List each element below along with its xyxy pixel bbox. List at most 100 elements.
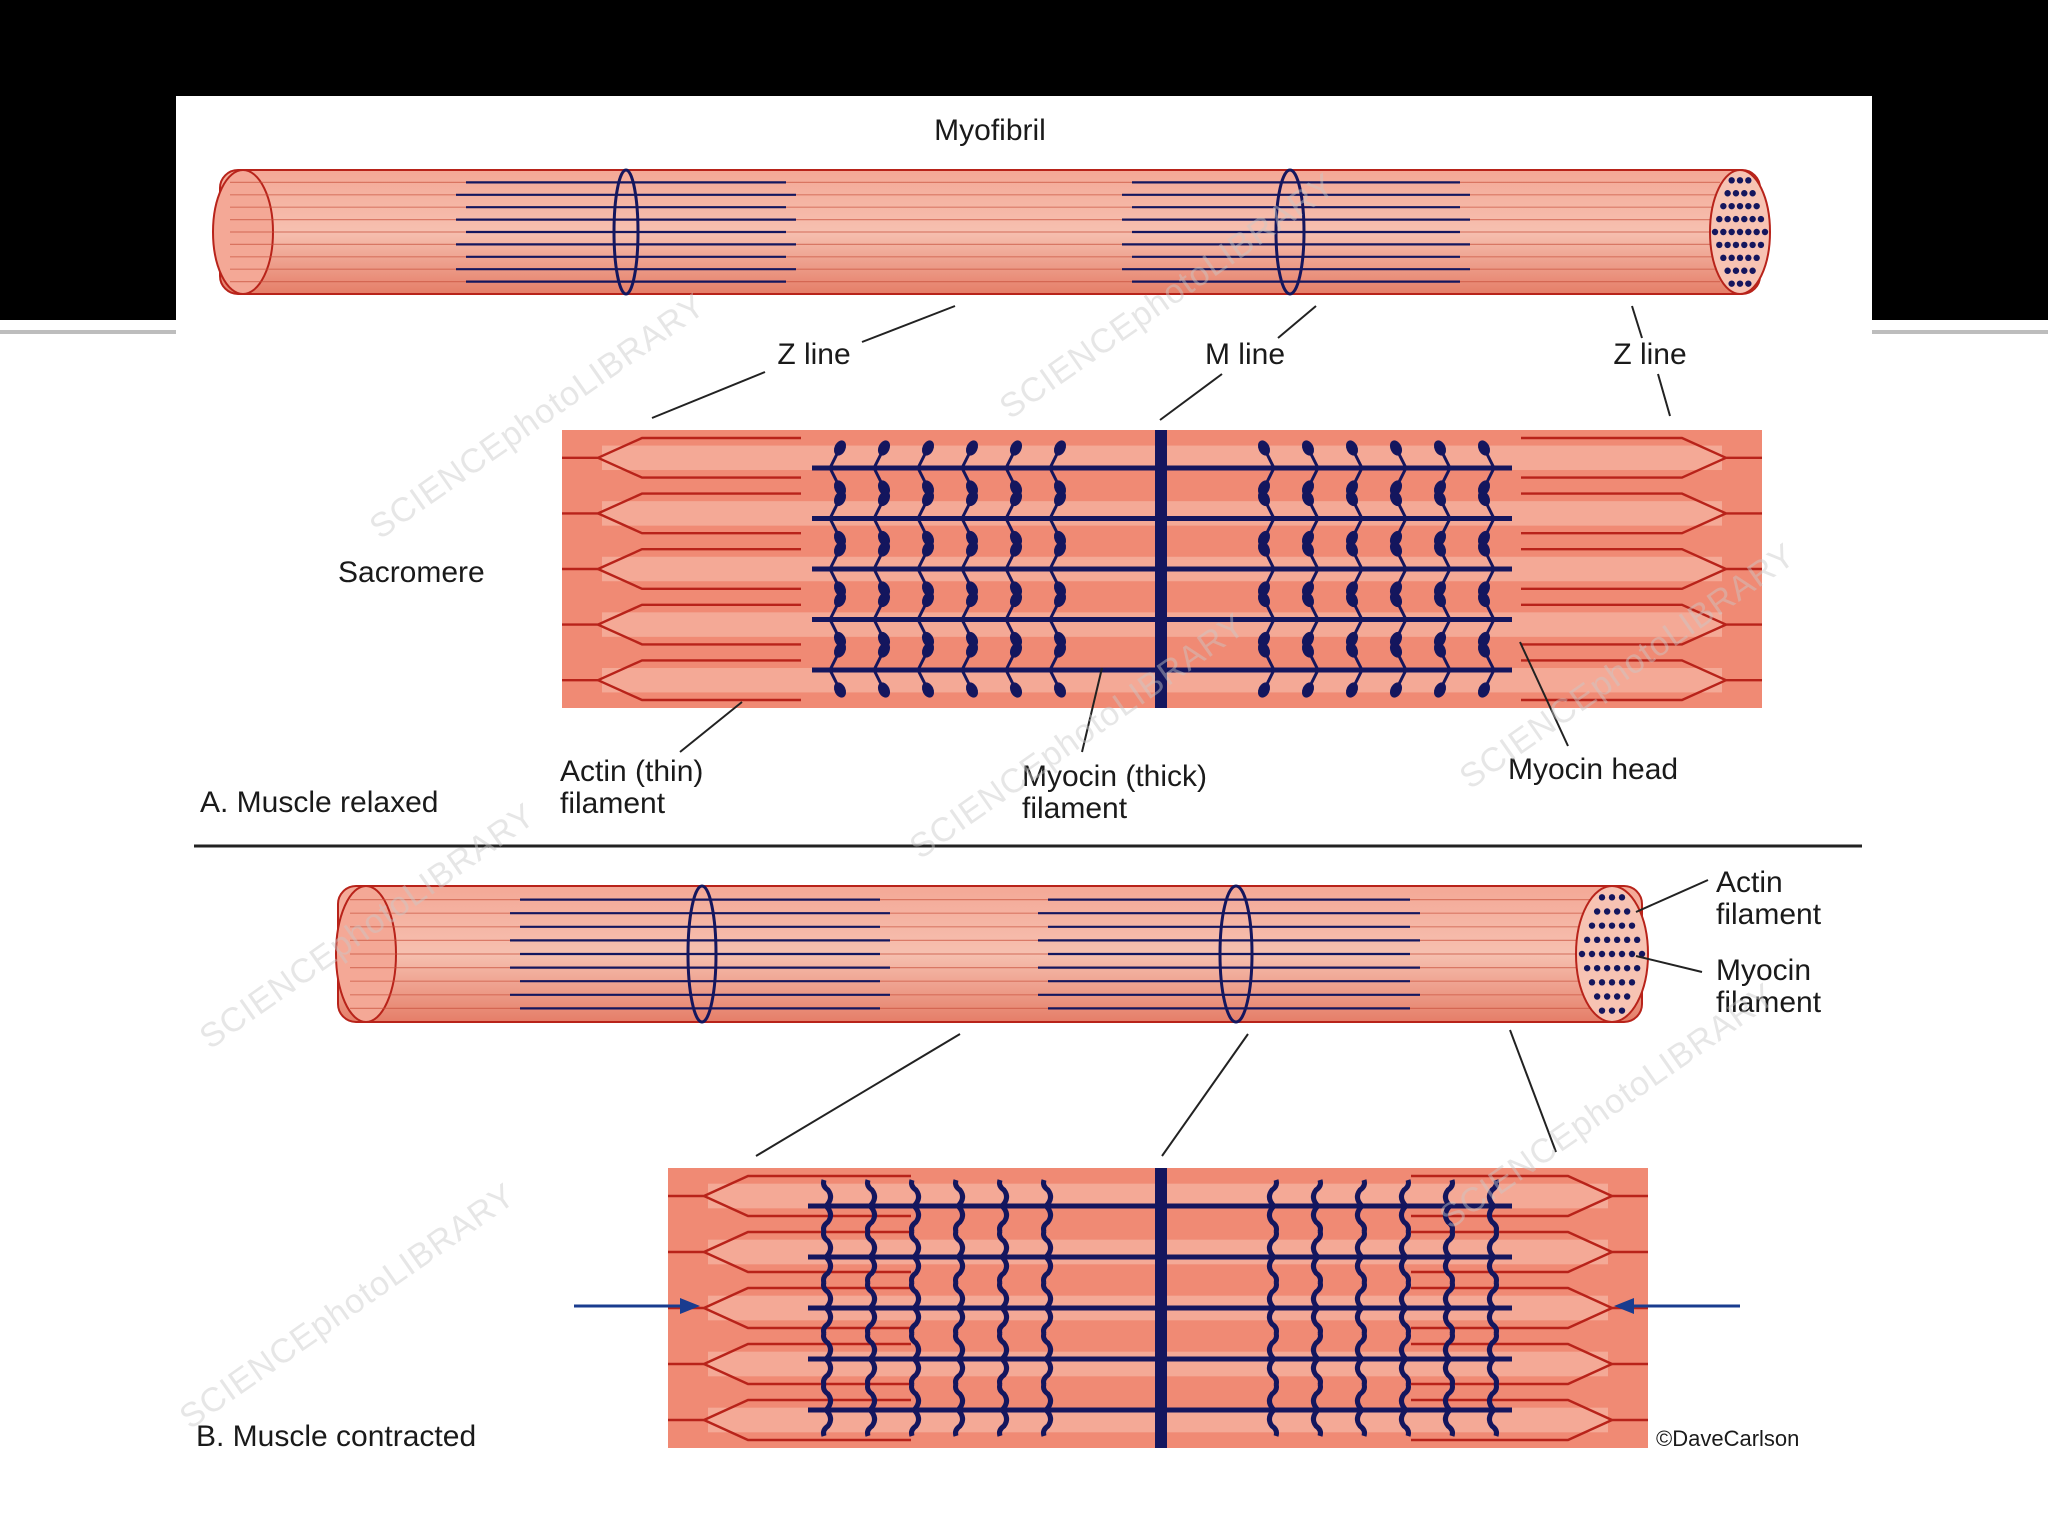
myosin-head	[1398, 1383, 1411, 1412]
cross-section-dot	[1638, 950, 1646, 958]
actin-filament	[703, 1362, 911, 1386]
myosin-head	[1009, 642, 1023, 658]
myosin-head	[1310, 1255, 1323, 1284]
actin-thin-label: Actin (thin)	[560, 755, 703, 788]
myocin-filament-label: Myocin	[1716, 954, 1811, 987]
cross-section-dot	[1603, 936, 1611, 944]
cross-section-dot	[1749, 267, 1756, 274]
myosin-head	[865, 1204, 878, 1233]
myosin-head	[865, 1230, 878, 1259]
myosin-head	[1301, 591, 1315, 608]
myosin-head	[1041, 1306, 1054, 1335]
myosin-head	[1354, 1408, 1367, 1437]
myosin-head	[1310, 1204, 1323, 1233]
actin-filament	[1411, 1230, 1648, 1254]
myosin-head	[909, 1230, 922, 1259]
cross-section-dot	[1753, 202, 1760, 210]
leader-lines-a	[651, 305, 1671, 753]
cross-section-dot	[1711, 228, 1719, 236]
cross-section-dot	[1749, 215, 1756, 223]
sarcomere-contracted	[668, 1168, 1648, 1448]
myosin-head	[965, 541, 979, 557]
myosin-head	[1398, 1332, 1411, 1361]
cross-section-dot	[1736, 202, 1744, 210]
myosin-head	[1310, 1281, 1323, 1310]
myosin-head	[1041, 1230, 1054, 1259]
cross-section-dot	[1583, 936, 1591, 944]
myosin-head	[1354, 1332, 1367, 1361]
cross-section-dot	[1613, 964, 1621, 972]
myosin-head	[1389, 541, 1403, 557]
myosin-head	[1433, 541, 1447, 557]
cross-section-dot	[1618, 922, 1626, 929]
cross-section-dot	[1593, 908, 1601, 915]
myosin-head	[1486, 1255, 1499, 1284]
myosin-head	[1041, 1179, 1054, 1208]
myosin-head	[1041, 1332, 1054, 1361]
myosin-head	[1301, 490, 1315, 507]
cross-section-dot	[1745, 254, 1752, 262]
actin-filament	[1411, 1362, 1613, 1386]
myosin-head	[921, 591, 935, 608]
myosin-head	[1486, 1204, 1499, 1233]
myosin-head	[1398, 1179, 1411, 1208]
myosin-head	[1486, 1281, 1499, 1310]
myosin-head	[1257, 642, 1271, 658]
myosin-head	[1345, 642, 1359, 658]
myosin-head	[965, 440, 979, 456]
myosin-head	[1486, 1383, 1499, 1412]
cross-section-dot	[1628, 979, 1636, 986]
myosin-head	[865, 1179, 878, 1208]
cross-section-dot	[1598, 1007, 1606, 1014]
myosin-head	[953, 1383, 966, 1412]
myosin-head	[865, 1408, 878, 1437]
actin-filament	[1411, 1418, 1613, 1442]
myosin-head	[1398, 1281, 1411, 1310]
myosin-head	[997, 1332, 1010, 1361]
actin-filament	[1521, 492, 1762, 515]
myosin-head	[1257, 541, 1271, 557]
myosin-head	[997, 1230, 1010, 1259]
cross-section-dot	[1603, 964, 1611, 972]
cross-section-dot	[1753, 254, 1760, 262]
myosin-head	[1257, 490, 1271, 507]
myosin-head	[1009, 440, 1023, 456]
myosin-head	[1486, 1357, 1499, 1386]
cross-section-dot	[1623, 908, 1631, 915]
myosin-head	[1041, 1383, 1054, 1412]
myosin-head	[953, 1408, 966, 1437]
cross-section-dot	[1741, 267, 1748, 274]
actin-filament	[1521, 512, 1727, 535]
cross-section-dot	[1736, 228, 1744, 236]
cross-section-dot	[1588, 979, 1596, 986]
myosin-head	[1477, 642, 1491, 658]
actin-filament	[1411, 1174, 1648, 1198]
cross-section-dot	[1724, 241, 1731, 249]
credit-label: ©DaveCarlson	[1656, 1426, 1799, 1451]
cross-section-dot	[1720, 202, 1727, 210]
myosin-head	[1433, 490, 1447, 507]
myosin-head	[1389, 490, 1403, 507]
myosin-head	[1354, 1255, 1367, 1284]
myosin-head	[1257, 682, 1271, 698]
myosin-head	[821, 1281, 834, 1310]
cross-section-dot	[1633, 964, 1641, 972]
actin-filament	[668, 1230, 911, 1254]
myosin-head	[1442, 1255, 1455, 1284]
arrow-right-icon	[574, 1298, 700, 1314]
panel-a-label: A. Muscle relaxed	[200, 786, 438, 819]
cross-section-dot	[1623, 993, 1631, 1000]
actin-filament	[562, 659, 801, 682]
myosin-head	[953, 1281, 966, 1310]
cross-section-dot	[1728, 280, 1735, 287]
myosin-head	[953, 1357, 966, 1386]
myosin-head	[1486, 1332, 1499, 1361]
myosin-head	[1257, 591, 1271, 608]
myosin-head	[1442, 1357, 1455, 1386]
cross-section-dot	[1623, 964, 1631, 972]
panel-b-label: B. Muscle contracted	[196, 1420, 476, 1453]
cross-section-dot	[1736, 280, 1744, 287]
cross-section-dot	[1593, 993, 1601, 1000]
myosin-head	[1354, 1204, 1367, 1233]
